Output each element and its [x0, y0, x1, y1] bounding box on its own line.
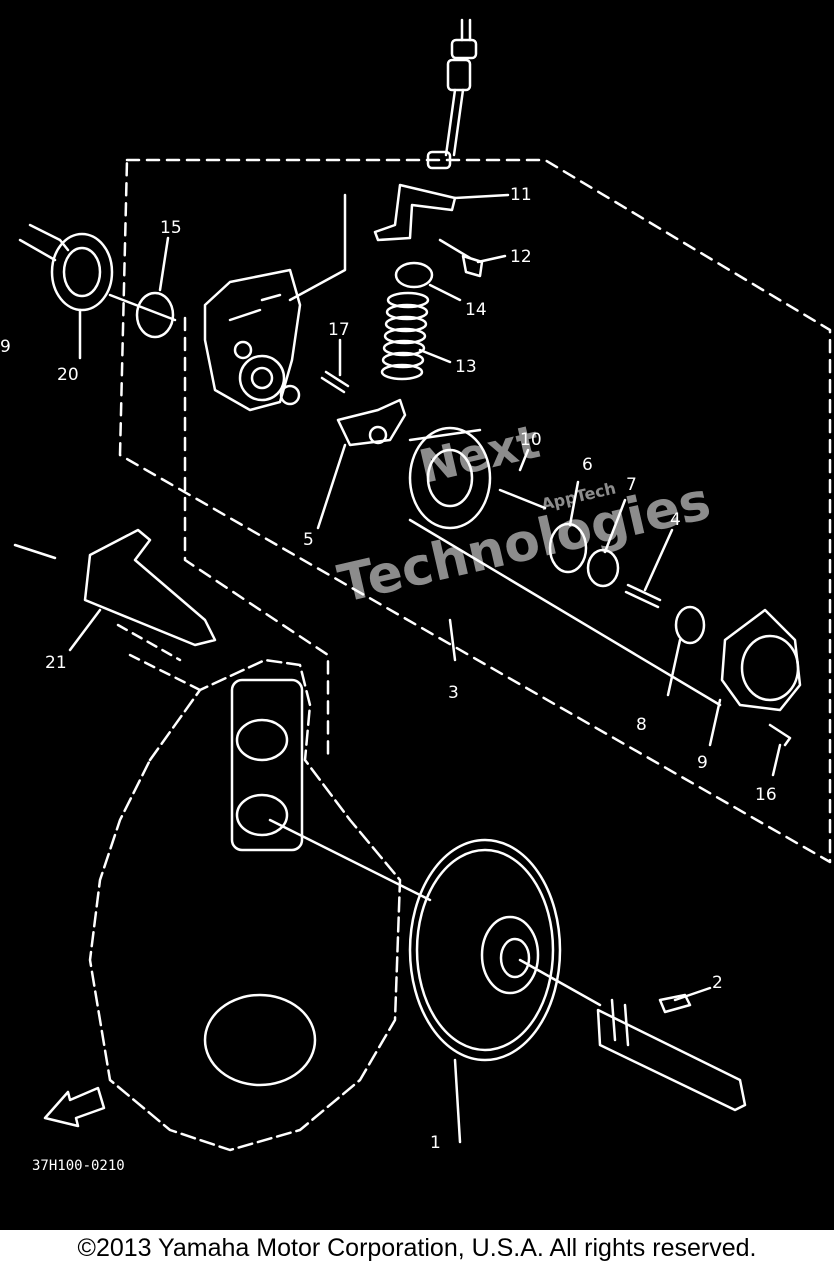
parts-diagram: 1 2 3 4 5 6 7 8 9 10 11 12 13 14 15 16 1… [0, 0, 834, 1230]
part-17-pin [320, 370, 350, 394]
part-5-shaft [336, 398, 407, 447]
callout-17: 17 [328, 320, 350, 340]
callout-1: 1 [430, 1133, 441, 1153]
engine-case [88, 658, 432, 1152]
assembly-boundary-inner [183, 316, 330, 762]
callout-13: 13 [455, 357, 477, 377]
drawing-code: 37H100-0210 [32, 1158, 125, 1174]
callout-14: 14 [465, 300, 487, 320]
callout-7: 7 [626, 475, 637, 495]
callout-numbers: 1 2 3 4 5 6 7 8 9 10 11 12 13 14 15 16 1… [0, 185, 777, 1153]
watermark-line2: Technologies [333, 471, 716, 615]
callout-9: 9 [697, 753, 708, 773]
fwd-arrow-icon [43, 1086, 106, 1128]
part-15-seal [135, 291, 175, 339]
part-14-cap [394, 261, 434, 289]
callout-2: 2 [712, 973, 723, 993]
callout-21: 21 [45, 653, 67, 673]
assembly-boundary [118, 158, 832, 864]
copyright-notice: ©2013 Yamaha Motor Corporation, U.S.A. A… [77, 1234, 757, 1262]
leader-lines [68, 193, 782, 1144]
callout-8: 8 [636, 715, 647, 735]
watermark-line1: Next [414, 414, 544, 494]
part-1-sheave [408, 838, 562, 1062]
part-2-key [658, 993, 692, 1014]
shaft-line-upper [108, 193, 347, 322]
part-8-spacer [674, 605, 706, 645]
callout-6: 6 [582, 455, 593, 475]
part-13-spring [380, 291, 430, 381]
part-21-bracket [13, 528, 217, 647]
exploded-view-drawing: 1 2 3 4 5 6 7 8 9 10 11 12 13 14 15 16 1… [0, 18, 832, 1174]
callout-15: 15 [160, 218, 182, 238]
callout-edge: 9 [0, 337, 11, 357]
main-axis [408, 518, 722, 707]
callout-20: 20 [57, 365, 79, 385]
bracket-dash [116, 623, 202, 692]
part-12-screw [438, 238, 484, 278]
part-7-nut [586, 548, 620, 588]
throttle-cable [426, 18, 478, 170]
callout-5: 5 [303, 530, 314, 550]
callout-11: 11 [510, 185, 532, 205]
part-20-cap [18, 223, 114, 312]
callout-4: 4 [670, 510, 681, 530]
watermark: Next Technologies AppTech [333, 414, 716, 615]
part-6-washer [548, 522, 588, 574]
callout-3: 3 [448, 683, 459, 703]
part-16-bolt [768, 723, 792, 747]
callout-12: 12 [510, 247, 532, 267]
part-9-cover [720, 608, 802, 712]
output-shaft [518, 958, 747, 1112]
governor-housing [203, 268, 302, 412]
part-4-spring [624, 583, 662, 609]
callout-10: 10 [520, 430, 542, 450]
callout-16: 16 [755, 785, 777, 805]
part-10-plate [408, 426, 547, 530]
part-11-bracket [373, 183, 457, 242]
